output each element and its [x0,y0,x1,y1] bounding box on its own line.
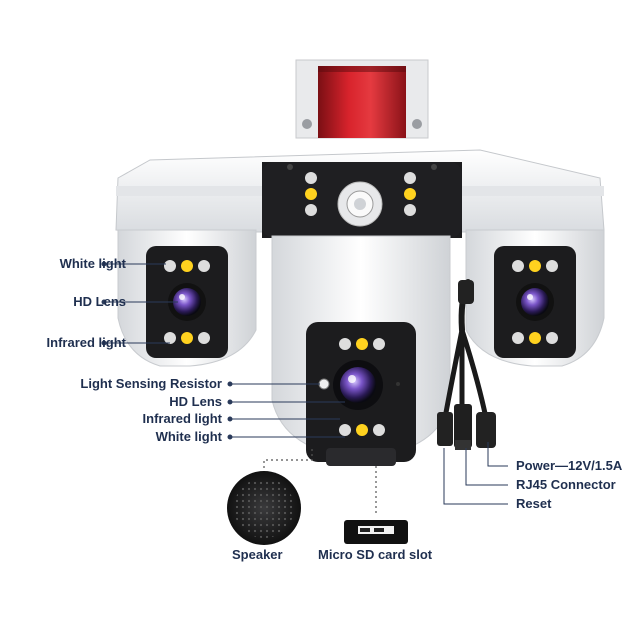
label-center-white-light: White light [155,429,222,444]
label-left-infrared-light: Infrared light [46,335,126,350]
speaker [227,471,301,545]
siren-light [295,59,429,139]
front-panel [262,162,462,238]
label-left-white-light: White light [59,256,126,271]
center-dome-camera [271,235,451,466]
label-sd-slot: Micro SD card slot [318,547,433,562]
leader-lines [101,261,508,505]
sd-card-slot [344,520,408,544]
label-center-infrared-light: Infrared light [142,411,222,426]
label-left-hd-lens: HD Lens [73,294,126,309]
right-dome-camera [465,229,605,367]
label-light-sensing-resistor: Light Sensing Resistor [80,376,222,391]
label-rj45: RJ45 Connector [516,477,616,492]
left-dome-camera [117,229,257,367]
label-speaker: Speaker [232,547,283,562]
label-power: Power—12V/1.5A [516,458,623,473]
dotted-lines [263,446,377,516]
label-reset: Reset [516,496,552,511]
label-center-hd-lens: HD Lens [169,394,222,409]
connectors [437,280,496,450]
